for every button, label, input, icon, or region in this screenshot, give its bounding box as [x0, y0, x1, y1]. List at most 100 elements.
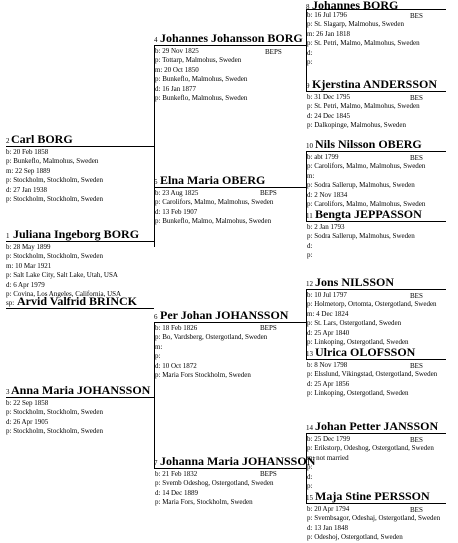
person-name[interactable]: Anna Maria JOHANSSON — [11, 383, 151, 397]
detail-line: p: Svemb Odeshog, Ostergotland, Sweden — [155, 479, 274, 488]
detail-line: m: not married — [307, 453, 349, 462]
person-details: b: 18 Feb 1826 p: Bo, Vardsberg, Ostergo… — [155, 324, 267, 380]
person-name[interactable]: Carl BORG — [11, 132, 73, 146]
detail-line: b: 20 Feb 1858 — [6, 148, 49, 156]
detail-line: b: 28 May 1899 — [6, 243, 51, 251]
detail-line: p: Carolifors, Malmo, Malmohus, Sweden — [307, 162, 426, 171]
person-details: b: 20 Apr 1794 p: Svembsagor, Odeshaj, O… — [307, 505, 440, 543]
detail-line: p: St. Petri, Malmo, Malmohus, Sweden — [307, 102, 420, 111]
line-p8 — [306, 9, 446, 10]
detail-line: p: Linkoping, Ostergotland, Sweden — [307, 389, 409, 398]
detail-line: p: Linkoping, Ostergotland, Sweden — [307, 338, 409, 347]
detail-line: b: 8 Nov 1798 — [307, 361, 348, 369]
line-v-gen3d — [306, 433, 307, 503]
person-details: b: 22 Sep 1858 p: Stockholm, Stockholm, … — [6, 399, 103, 437]
beps-badge: BES — [410, 436, 423, 444]
detail-line: d: 2 Nov 1834 — [307, 190, 348, 199]
person-details: b: 2 Jan 1793 p: Sodra Sallerup, Malmohu… — [307, 223, 415, 261]
detail-line: p: St. Petri, Malmo, Malmohus, Sweden — [307, 39, 420, 48]
line-spouse — [6, 308, 154, 309]
spouse-name[interactable]: Arvid Valfrid BRINCK — [17, 294, 138, 308]
line-p2 — [6, 146, 154, 147]
detail-line: m: 10 Mar 1921 — [6, 261, 52, 270]
detail-line: p: Carolifors, Malmo, Malmohus, Sweden — [155, 198, 274, 207]
person-name[interactable]: Johannes BORG — [312, 0, 399, 12]
detail-line: d: 25 Apr 1856 — [307, 379, 350, 388]
detail-line: d: 25 Apr 1840 — [307, 328, 350, 337]
line-p4 — [154, 45, 306, 46]
person-name[interactable]: Johannes Johansson BORG — [160, 31, 303, 45]
detail-line: p: — [307, 463, 313, 472]
detail-line: b: 21 Feb 1832 — [155, 470, 198, 478]
person-number: 11 — [306, 212, 313, 220]
detail-line: p: Salt Lake City, Salt Lake, Utah, USA — [6, 271, 118, 280]
detail-line: p: Bunkeflo, Malmohus, Sweden — [6, 157, 99, 166]
beps-badge: BES — [410, 94, 423, 102]
beps-badge: BES — [410, 12, 423, 20]
line-p10 — [306, 151, 446, 152]
detail-line: m: — [307, 171, 315, 180]
detail-line: d: 6 Apr 1979 — [6, 280, 45, 289]
line-p9 — [306, 91, 446, 92]
person-name[interactable]: Jons NILSSON — [315, 275, 395, 289]
person-details: b: 29 Nov 1825 p: Tottarp, Malmohus, Swe… — [155, 47, 247, 103]
detail-line: p: — [307, 251, 313, 260]
detail-line: p: Dalkopinge, Malmohus, Sweden — [307, 121, 406, 130]
detail-line: p: — [155, 352, 161, 361]
person-number: 15 — [306, 494, 313, 502]
person-details: b: 28 May 1899 p: Stockholm, Stockholm, … — [6, 243, 121, 299]
detail-line: p: Bo, Vardsberg, Ostergotland, Sweden — [155, 333, 268, 342]
person-details: b: abt 1799 p: Carolifors, Malmo, Malmoh… — [307, 153, 425, 209]
line-p12 — [306, 289, 446, 290]
person-details: b: 16 Jul 1796 p: St. Slagarp, Malmohus,… — [307, 11, 420, 67]
detail-line: b: 18 Feb 1826 — [155, 324, 198, 332]
detail-line: b: 20 Apr 1794 — [307, 505, 350, 513]
line-p14 — [306, 433, 446, 434]
spouse-label: sp: — [6, 299, 15, 307]
person-name[interactable]: Johan Petter JANSSON — [315, 419, 439, 433]
line-p3 — [6, 397, 154, 398]
detail-line: d: — [307, 472, 313, 481]
line-v-gen2b — [154, 322, 155, 468]
detail-line: p: Elsslund, Vikingstad, Ostergotland, S… — [307, 370, 438, 379]
detail-line: d: 13 Jan 1848 — [307, 523, 349, 532]
person-name[interactable]: Per Johan JOHANSSON — [160, 308, 289, 322]
person-number: 5 — [154, 178, 158, 186]
person-name[interactable]: Nils Nilsson OBERG — [315, 137, 422, 151]
line-v-gen3a — [306, 9, 307, 91]
detail-line: p: Bunkeflo, Malmohus, Sweden — [155, 75, 248, 84]
detail-line: p: Odeshoj, Ostergotland, Sweden — [307, 533, 403, 542]
detail-line: m: 20 Oct 1850 — [155, 65, 199, 74]
line-p1 — [6, 241, 154, 242]
beps-badge: BEPS — [265, 48, 282, 56]
detail-line: d: 13 Feb 1907 — [155, 207, 198, 216]
detail-line: p: Holmetorp, Ortomta, Ostergotland, Swe… — [307, 300, 437, 309]
detail-line: b: 10 Jul 1797 — [307, 291, 347, 299]
detail-line: d: — [307, 241, 313, 250]
person-number: 12 — [306, 280, 313, 288]
person-number: 9 — [306, 82, 310, 90]
person-number: 13 — [306, 350, 313, 358]
line-p6 — [154, 322, 306, 323]
person-number: 2 — [6, 137, 10, 145]
person-name[interactable]: Elna Maria OBERG — [160, 173, 266, 187]
person-number: 10 — [306, 142, 313, 150]
detail-line: p: Maria Fors Stockholm, Sweden — [155, 371, 251, 380]
person-number: 4 — [154, 36, 158, 44]
person-details: b: 10 Jul 1797 p: Holmetorp, Ortomta, Os… — [307, 291, 437, 347]
person-details: b: 23 Aug 1825 p: Carolifors, Malmo, Mal… — [155, 189, 273, 227]
detail-line: p: Stockholm, Stockholm, Sweden — [6, 195, 104, 204]
person-name[interactable]: Maja Stine PERSSON — [315, 489, 430, 503]
detail-line: b: 2 Jan 1793 — [307, 223, 345, 231]
detail-line: m: — [155, 342, 163, 351]
line-p5 — [154, 187, 306, 188]
person-name[interactable]: Juliana Ingeborg BORG — [13, 227, 140, 241]
person-name[interactable]: Ulrica OLOFSSON — [315, 345, 416, 359]
person-name[interactable]: Johanna Maria JOHANSSON — [160, 454, 316, 468]
person-name[interactable]: Kjerstina ANDERSSON — [312, 77, 438, 91]
detail-line: d: 24 Dec 1845 — [307, 111, 350, 120]
detail-line: p: St. Slagarp, Malmohus, Sweden — [307, 20, 405, 29]
person-number: 8 — [306, 3, 310, 11]
person-name[interactable]: Bengta JEPPASSON — [315, 207, 422, 221]
detail-line: m: 26 Jan 1818 — [307, 29, 350, 38]
